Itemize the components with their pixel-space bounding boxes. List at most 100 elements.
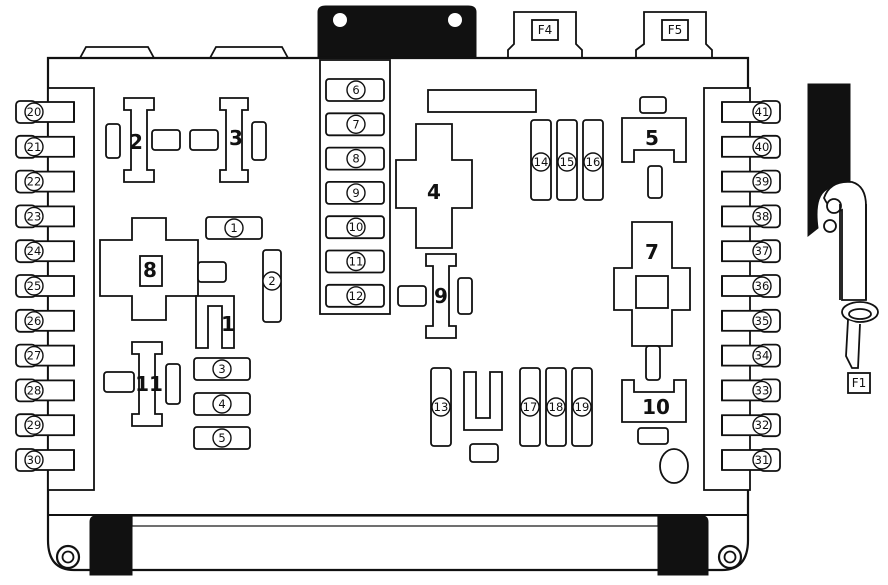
center-fuse-label: 10	[349, 220, 364, 234]
fuse-5: 5	[193, 426, 251, 450]
relay-7-label: 7	[645, 240, 659, 264]
connector-pin-36: 36	[721, 274, 781, 298]
fuse-1: 1	[205, 216, 263, 240]
connector-pin-21: 21	[15, 134, 75, 159]
blank-round-socket	[659, 448, 689, 484]
connector-pin-label: 34	[755, 349, 770, 363]
center-fuse-label: 6	[352, 83, 359, 97]
connector-pin-24: 24	[15, 239, 75, 264]
connector-pin-25: 25	[15, 274, 75, 298]
relay-9-label: 9	[434, 284, 448, 308]
connector-pin-23: 23	[15, 204, 75, 229]
fuse-18-label: 18	[549, 400, 564, 414]
center-fuse-8: 8	[325, 146, 385, 171]
fuse-14-label: 14	[534, 155, 549, 169]
fuse-16: 16	[582, 119, 604, 201]
top-tab-left	[79, 46, 155, 59]
connector-pin-22: 22	[15, 169, 75, 194]
relay-8-label: 8	[143, 258, 157, 282]
fuse-3: 3	[193, 357, 251, 381]
relay-11-label: 11	[135, 372, 163, 396]
relay-10-label: 10	[642, 395, 670, 419]
connector-pin-label: 35	[755, 314, 770, 328]
connector-pin-37: 37	[721, 239, 781, 264]
connector-pin-label: 39	[755, 175, 770, 189]
main-fuse-F1-label: F1	[852, 376, 867, 390]
connector-pin-label: 37	[755, 244, 770, 258]
relay-5: 5	[621, 96, 687, 199]
fuse-F1-holder: F1	[807, 83, 879, 394]
fuse-15-label: 15	[560, 155, 575, 169]
connector-pin-label: 40	[755, 140, 770, 154]
fuse-2-label: 2	[268, 274, 275, 288]
relay-7: 7	[613, 221, 691, 381]
connector-pin-label: 41	[755, 105, 770, 119]
relay-9: 9	[397, 253, 473, 339]
connector-pin-label: 27	[27, 349, 42, 363]
relay-4: 4	[395, 123, 473, 249]
connector-pin-label: 26	[27, 314, 42, 328]
connector-pin-label: 30	[27, 453, 42, 467]
connector-pin-label: 29	[27, 418, 42, 432]
bottom-foot-right	[657, 515, 709, 576]
connector-pin-29: 29	[15, 413, 75, 438]
center-fuse-label: 9	[352, 186, 359, 200]
connector-pin-label: 25	[27, 279, 42, 293]
relay-2: 2	[105, 97, 181, 183]
u-block-socket	[463, 371, 503, 463]
fuse-4: 4	[193, 392, 251, 416]
connector-pin-35: 35	[721, 308, 781, 333]
connector-pin-30: 30	[15, 448, 75, 472]
connector-pin-20: 20	[15, 100, 75, 124]
relay-11: 11	[103, 341, 181, 427]
bottom-foot-left	[89, 515, 133, 576]
relay-3-label: 3	[229, 126, 243, 150]
connector-pin-26: 26	[15, 308, 75, 333]
label-strip	[427, 89, 537, 113]
relay-10: 10	[621, 379, 687, 445]
fuse-17-label: 17	[523, 400, 538, 414]
mounting-hole-right-inner	[723, 550, 737, 564]
center-fuse-9: 9	[325, 180, 385, 205]
relay-4-label: 4	[427, 180, 441, 204]
connector-pin-label: 21	[27, 140, 42, 154]
fuse-18: 18	[545, 367, 567, 447]
top-mounting-bracket	[317, 5, 477, 59]
connector-pin-label: 22	[27, 175, 42, 189]
top-bracket-hole-right	[448, 13, 462, 27]
center-fuse-label: 8	[352, 152, 359, 166]
fuse-2: 2	[262, 249, 282, 323]
center-fuse-label: 7	[352, 117, 359, 131]
top-bracket-hole-left	[333, 13, 347, 27]
connector-pin-41: 41	[721, 100, 781, 124]
fuse-5-label: 5	[218, 431, 225, 445]
main-fuse-F4-label: F4	[538, 23, 553, 37]
center-fuse-7: 7	[325, 112, 385, 137]
fuse-16-label: 16	[586, 155, 601, 169]
main-fuse-F5-label: F5	[668, 23, 683, 37]
center-fuse-11: 11	[325, 249, 385, 274]
connector-pin-39: 39	[721, 169, 781, 194]
connector-pin-label: 38	[755, 209, 770, 223]
top-tab-middle	[209, 46, 289, 59]
connector-pin-27: 27	[15, 343, 75, 368]
relay-8: 8	[99, 217, 199, 321]
relay-2-label: 2	[129, 130, 143, 154]
fuse-3-label: 3	[218, 362, 225, 376]
connector-pin-31: 31	[721, 448, 781, 472]
fuse-15: 15	[556, 119, 578, 201]
fuse-1-label: 1	[230, 221, 237, 235]
fuse-19: 19	[571, 367, 593, 447]
fuse-17: 17	[519, 367, 541, 447]
center-fuse-label: 12	[349, 289, 364, 303]
connector-pin-label: 31	[755, 453, 770, 467]
relay-5-label: 5	[645, 126, 659, 150]
fuse-4-label: 4	[218, 397, 225, 411]
connector-pin-label: 28	[27, 383, 42, 397]
relay-3: 3	[189, 97, 267, 183]
connector-pin-34: 34	[721, 343, 781, 368]
connector-pin-label: 36	[755, 279, 770, 293]
fuse-19-label: 19	[575, 400, 590, 414]
fuse-14: 14	[530, 119, 552, 201]
